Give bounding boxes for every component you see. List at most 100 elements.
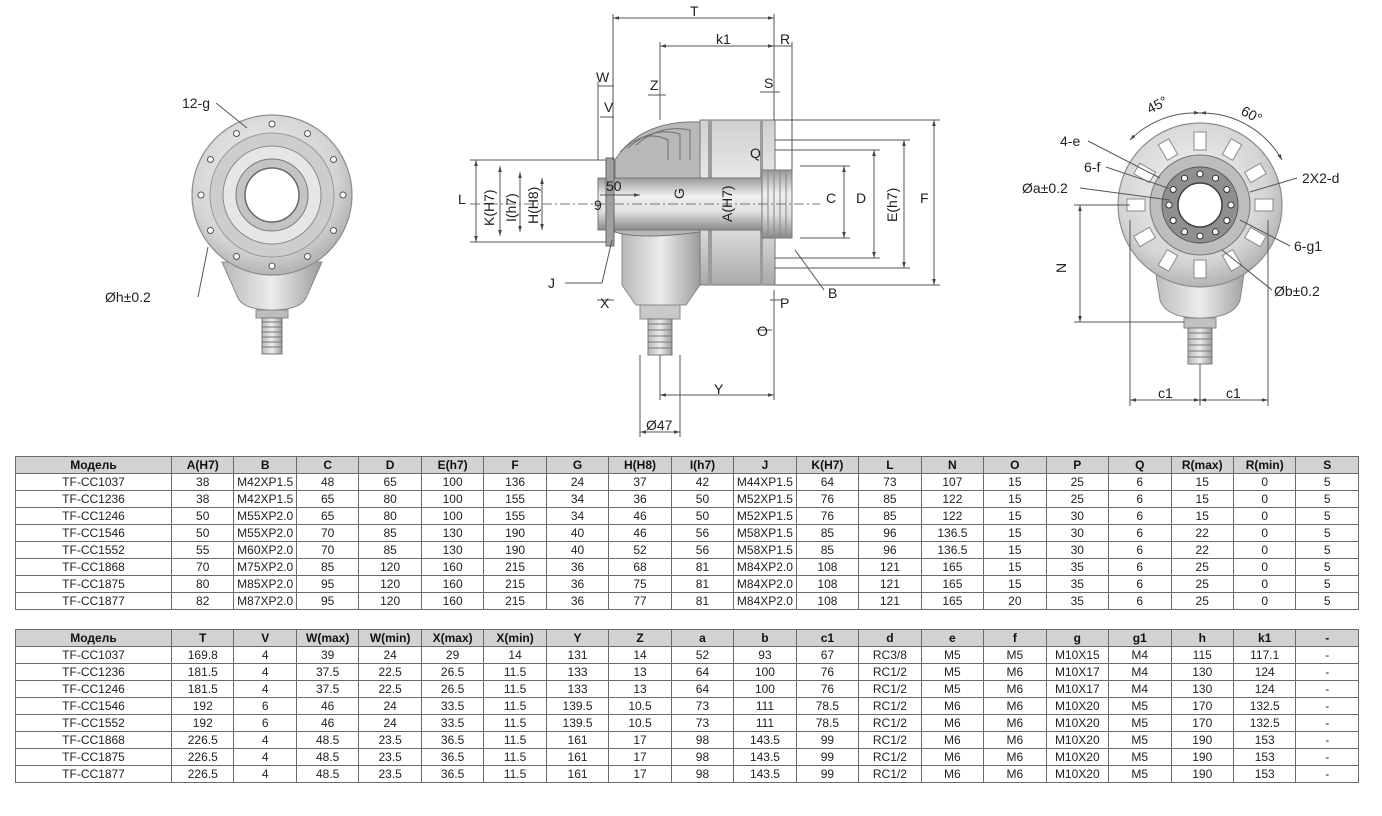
table-cell: 0: [1232, 592, 1297, 610]
dim-Z: Z: [650, 77, 659, 93]
table-cell: 4: [233, 731, 297, 749]
table-cell: 76: [795, 507, 860, 525]
table-cell: 40: [545, 524, 610, 542]
column-header: Модель: [15, 456, 172, 474]
port-slot: [1243, 162, 1267, 184]
table-cell: 76: [795, 680, 860, 698]
table-cell: 181.5: [170, 680, 235, 698]
table-cell: 190: [483, 541, 547, 559]
dim-I: I(h7): [503, 193, 519, 222]
table-cell: M10X20: [1045, 714, 1110, 732]
column-header: E(h7): [420, 456, 485, 474]
table-cell: M52XP1.5: [733, 507, 797, 525]
table-cell: 0: [1232, 541, 1297, 559]
column-header: D: [358, 456, 422, 474]
table-cell: 130: [420, 524, 485, 542]
table-cell: 11.5: [483, 731, 547, 749]
label-2x2-d: 2X2-d: [1302, 170, 1339, 186]
bolt-hole: [1212, 174, 1219, 182]
table-cell: 100: [733, 663, 797, 681]
table-cell: M4: [1108, 646, 1172, 664]
table-cell: 76: [795, 490, 860, 508]
table-cell: M6: [920, 697, 985, 715]
table-cell: M84XP2.0: [733, 558, 797, 576]
table-cell: M6: [983, 663, 1047, 681]
table-cell: 24: [545, 473, 610, 491]
table-cell: 85: [295, 558, 360, 576]
technical-drawing: 12-g Øh±0.2: [105, 3, 1339, 437]
bolt-hole: [1196, 232, 1204, 240]
model-cell: TF-CC1552: [15, 714, 172, 732]
model-cell: TF-CC1236: [15, 663, 172, 681]
port-slot: [1133, 162, 1157, 184]
table-cell: 5: [1295, 575, 1359, 593]
table-cell: M52XP1.5: [733, 490, 797, 508]
table-cell: 0: [1232, 490, 1297, 508]
table-cell: M55XP2.0: [233, 524, 297, 542]
table-cell: 13: [608, 680, 672, 698]
table-cell: 10.5: [608, 714, 672, 732]
table-cell: 36: [608, 490, 672, 508]
table-cell: 76: [795, 663, 860, 681]
table-cell: 52: [670, 646, 735, 664]
bolt-hole: [207, 156, 214, 163]
column-header: K(H7): [795, 456, 860, 474]
port-slot: [1193, 259, 1207, 279]
table-cell: M55XP2.0: [233, 507, 297, 525]
table-cell: 170: [1170, 714, 1234, 732]
table-cell: M87XP2.0: [233, 592, 297, 610]
table-cell: 64: [670, 663, 735, 681]
column-header: F: [483, 456, 547, 474]
table-cell: 4: [233, 663, 297, 681]
table-cell: 22.5: [358, 680, 422, 698]
table-cell: M10X20: [1045, 731, 1110, 749]
column-header: Y: [545, 629, 610, 647]
table-cell: 11.5: [483, 663, 547, 681]
model-cell: TF-CC1875: [15, 575, 172, 593]
table-cell: 11.5: [483, 714, 547, 732]
table-cell: 120: [358, 558, 422, 576]
table-cell: 70: [295, 541, 360, 559]
dim-50: 50: [606, 178, 622, 194]
table-cell: 46: [295, 697, 360, 715]
table-cell: 100: [420, 473, 485, 491]
table-cell: 5: [1295, 558, 1359, 576]
table-cell: 153: [1232, 731, 1297, 749]
table-cell: 121: [858, 558, 922, 576]
table-cell: 70: [295, 524, 360, 542]
table-cell: 35: [1045, 592, 1110, 610]
table-cell: 115: [1170, 646, 1234, 664]
table-cell: 64: [670, 680, 735, 698]
table-cell: -: [1295, 680, 1359, 698]
table-cell: 226.5: [170, 731, 235, 749]
table-cell: 161: [545, 765, 610, 783]
bolt-hole: [207, 227, 214, 234]
table-cell: 37.5: [295, 680, 360, 698]
column-header: Модель: [15, 629, 172, 647]
table-cell: 85: [795, 541, 860, 559]
table-cell: 6: [1108, 558, 1172, 576]
table-cell: 98: [670, 765, 735, 783]
table-cell: 15: [983, 490, 1047, 508]
table-cell: 30: [1045, 541, 1110, 559]
table-cell: 17: [608, 765, 672, 783]
port-slot: [1157, 248, 1179, 272]
bolt-hole: [1227, 201, 1235, 209]
table-cell: 22: [1170, 524, 1234, 542]
bolt-hole: [339, 191, 347, 199]
table-cell: 6: [1108, 524, 1172, 542]
column-header: e: [920, 629, 985, 647]
table-cell: 78.5: [795, 714, 860, 732]
table-cell: 81: [670, 558, 735, 576]
table-cell: 169.8: [170, 646, 235, 664]
table-cell: 34: [545, 490, 610, 508]
table-cell: 99: [795, 748, 860, 766]
